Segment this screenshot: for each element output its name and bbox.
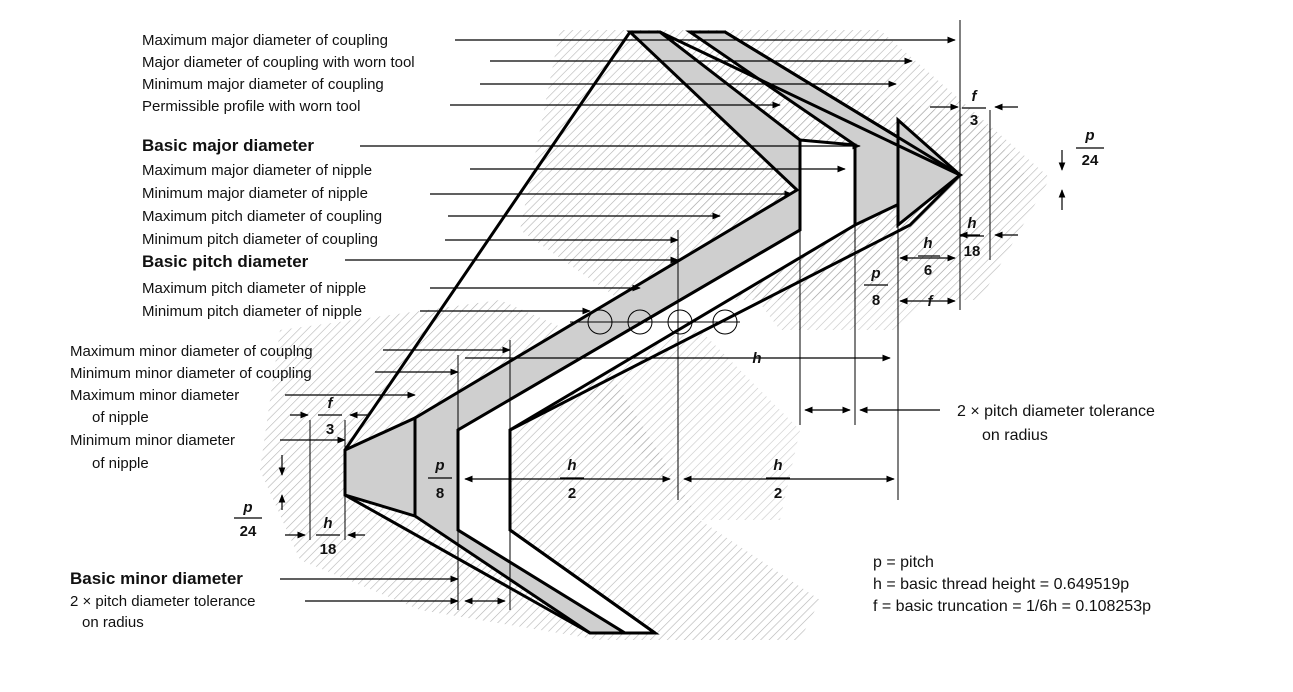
legend-pitch: p = pitch	[873, 554, 934, 571]
label-f-dimension: f	[928, 293, 935, 310]
fraction-p-8-bottom: p 8	[428, 457, 452, 502]
legend-height: h = basic thread height = 0.649519p	[873, 576, 1129, 593]
svg-text:h: h	[773, 457, 782, 474]
legend: p = pitch h = basic thread height = 0.64…	[873, 554, 1151, 615]
labels-right-tolerance: 2 × pitch diameter tolerance on radius	[957, 403, 1155, 444]
svg-text:18: 18	[964, 243, 981, 260]
fraction-h-18-bottom: h 18	[316, 515, 340, 558]
label-major-worn-tool: Major diameter of coupling with worn too…	[142, 54, 415, 71]
label-max-major-nipple: Maximum major diameter of nipple	[142, 162, 372, 179]
svg-text:2: 2	[568, 485, 576, 502]
fraction-p-24-bottom: p 24	[234, 499, 262, 540]
svg-text:h: h	[323, 515, 332, 532]
label-h-dimension: h	[752, 350, 761, 367]
hatched-region-nipple	[260, 300, 820, 640]
label-max-pitch-coupling: Maximum pitch diameter of coupling	[142, 208, 382, 225]
svg-text:8: 8	[436, 485, 444, 502]
fraction-f-3-bottom: f 3	[318, 395, 342, 438]
label-min-major-nipple: Minimum major diameter of nipple	[142, 185, 368, 202]
label-min-minor-coupling: Minimum minor diameter of coupling	[70, 365, 312, 382]
label-min-minor-nipple-2: of nipple	[92, 455, 149, 472]
fraction-p-8-top: p 8	[864, 265, 888, 309]
svg-text:f: f	[328, 395, 335, 412]
svg-text:h: h	[567, 457, 576, 474]
svg-text:p: p	[870, 265, 880, 282]
label-tol-left-1: 2 × pitch diameter tolerance	[70, 593, 256, 610]
labels-left: Maximum minor diameter of couplng Minimu…	[70, 343, 313, 472]
label-min-major-coupling: Minimum major diameter of coupling	[142, 76, 384, 93]
label-tol-right-1: 2 × pitch diameter tolerance	[957, 403, 1155, 420]
svg-text:3: 3	[970, 112, 978, 129]
label-basic-major: Basic major diameter	[142, 136, 314, 155]
label-tol-left-2: on radius	[82, 614, 144, 631]
svg-text:p: p	[1084, 127, 1094, 144]
leader-lines	[280, 36, 956, 605]
fraction-f-3-top: f 3	[962, 88, 986, 129]
label-min-pitch-nipple: Minimum pitch diameter of nipple	[142, 303, 362, 320]
svg-text:h: h	[923, 235, 932, 252]
svg-text:2: 2	[774, 485, 782, 502]
reference-lines	[309, 20, 991, 610]
fraction-h-6: h 6	[918, 235, 940, 279]
fraction-h-2-left: h 2	[560, 457, 584, 502]
svg-text:p: p	[434, 457, 444, 474]
labels-bottom-left: Basic minor diameter 2 × pitch diameter …	[70, 569, 256, 631]
svg-text:24: 24	[1082, 152, 1099, 169]
label-basic-pitch: Basic pitch diameter	[142, 252, 309, 271]
label-basic-minor: Basic minor diameter	[70, 569, 243, 588]
label-max-minor-nipple-2: of nipple	[92, 409, 149, 426]
fraction-p-24-top: p 24	[1076, 127, 1104, 169]
label-min-pitch-coupling: Minimum pitch diameter of coupling	[142, 231, 378, 248]
labels-right: Maximum major diameter of coupling Major…	[142, 32, 415, 320]
svg-text:8: 8	[872, 292, 880, 309]
dimension-arrows	[278, 103, 1066, 605]
svg-text:f: f	[972, 88, 979, 105]
label-tol-right-2: on radius	[982, 427, 1048, 444]
legend-truncation: f = basic truncation = 1/6h = 0.108253p	[873, 598, 1151, 615]
fraction-h-18-top: h 18	[960, 215, 984, 260]
fraction-h-2-right: h 2	[766, 457, 790, 502]
svg-text:p: p	[242, 499, 252, 516]
label-max-minor-nipple: Maximum minor diameter	[70, 387, 239, 404]
svg-text:h: h	[967, 215, 976, 232]
svg-text:6: 6	[924, 262, 932, 279]
svg-text:3: 3	[326, 421, 334, 438]
svg-text:18: 18	[320, 541, 337, 558]
svg-text:24: 24	[240, 523, 257, 540]
label-min-minor-nipple: Minimum minor diameter	[70, 432, 235, 449]
label-max-pitch-nipple: Maximum pitch diameter of nipple	[142, 280, 366, 297]
label-permissible-profile: Permissible profile with worn tool	[142, 98, 360, 115]
label-max-minor-coupling: Maximum minor diameter of couplng	[70, 343, 313, 360]
label-max-major-coupling: Maximum major diameter of coupling	[142, 32, 388, 49]
